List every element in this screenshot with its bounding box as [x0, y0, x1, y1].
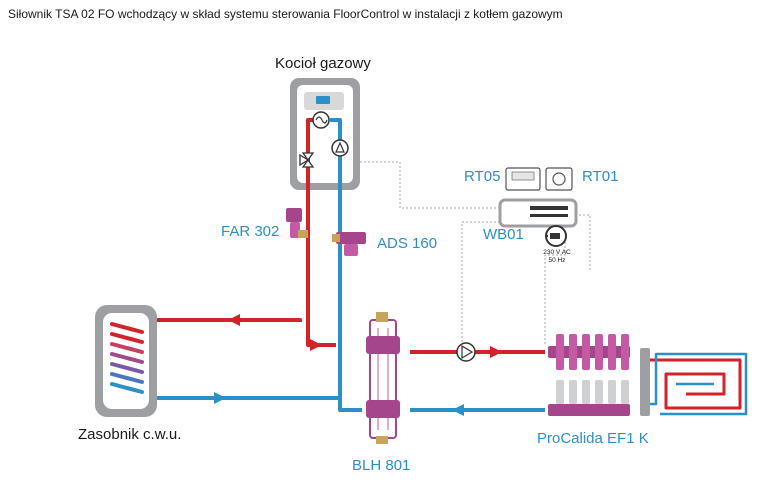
- boiler-icon: [290, 78, 360, 190]
- far302-filter-icon: [286, 208, 308, 238]
- ads160-label: ADS 160: [377, 235, 438, 252]
- ads160-separator-icon: [332, 232, 366, 256]
- cold-pipes: [155, 118, 545, 412]
- controller-icon: [498, 198, 578, 228]
- tank-icon: [95, 305, 157, 417]
- rt01-label: RT01: [582, 168, 619, 185]
- plug-icon: [545, 225, 567, 247]
- thermostat-icon: [505, 167, 541, 191]
- manifold-icon: [548, 334, 630, 416]
- diagram-title: Siłownik TSA 02 FO wchodzący w skład sys…: [8, 7, 563, 21]
- power-voltage-label: 230 V AC: [543, 249, 571, 256]
- blh801-separator-icon: [366, 312, 400, 444]
- thermostat-icon: [545, 167, 573, 191]
- floor-heating-coil-icon: [640, 348, 748, 416]
- manifold-label: ProCalida EF1 K: [537, 430, 649, 447]
- far302-label: FAR 302: [221, 223, 280, 240]
- thermometer-icon: [312, 111, 330, 129]
- pump-icon: [456, 342, 476, 362]
- rt05-label: RT05: [464, 168, 501, 185]
- tank-label: Zasobnik c.w.u.: [78, 426, 182, 443]
- pump-icon: [331, 139, 349, 157]
- wb01-label: WB01: [483, 226, 524, 243]
- boiler-label: Kocioł gazowy: [275, 55, 371, 72]
- blh801-label: BLH 801: [352, 457, 411, 474]
- power-frequency-label: 50 Hz: [548, 257, 566, 264]
- three-way-valve-icon: [299, 152, 315, 168]
- flow-arrows: [214, 314, 502, 416]
